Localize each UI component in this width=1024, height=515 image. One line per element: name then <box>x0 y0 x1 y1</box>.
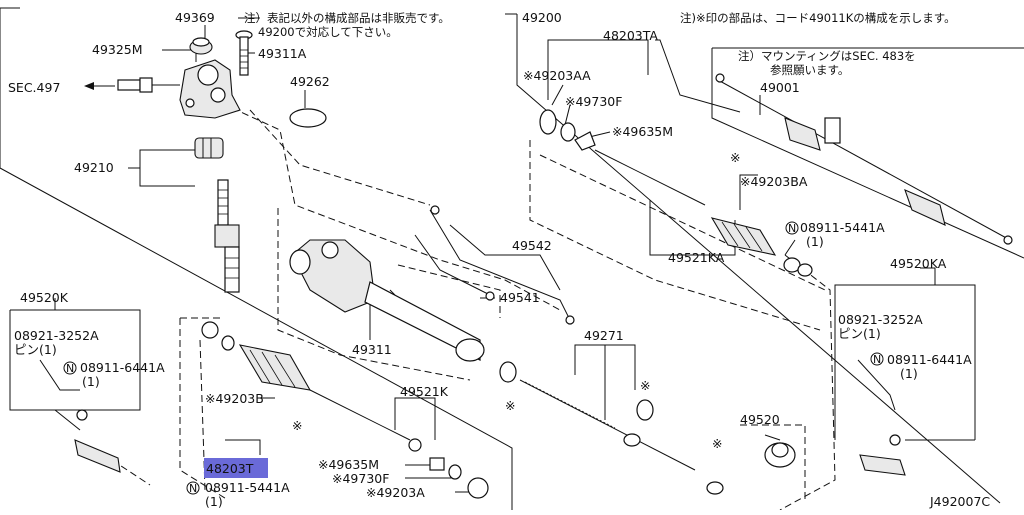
label-sec-497[interactable]: SEC.497 <box>8 80 60 95</box>
gear-housing <box>289 239 485 362</box>
label-49730f-top[interactable]: ※49730F <box>565 94 622 109</box>
label-08921-3252a-right[interactable]: 08921-3252A <box>838 312 923 327</box>
nut-symbol-left-bot: N <box>186 481 200 495</box>
cap-49369 <box>189 37 213 55</box>
tie-rod-end-right <box>859 434 906 476</box>
note-not-sold-1: 注）表記以外の構成部品は非販売です。 <box>244 11 450 25</box>
label-49203a[interactable]: ※49203A <box>366 485 425 500</box>
label-08911-6441a-left[interactable]: 08911-6441A <box>80 360 165 375</box>
label-49311[interactable]: 49311 <box>352 342 392 357</box>
label-08911-6441a-right-qty: (1) <box>900 366 918 381</box>
label-49203ba[interactable]: ※49203BA <box>740 174 808 189</box>
tie-rod-assembly-top <box>539 109 813 277</box>
label-49730f-bot[interactable]: ※49730F <box>332 471 389 486</box>
label-49200[interactable]: 49200 <box>522 10 562 25</box>
pinion-housing <box>179 59 241 119</box>
svg-text:N: N <box>66 362 74 375</box>
label-49521k[interactable]: 49521K <box>400 384 449 399</box>
label-08921-pin-left: ピン(1) <box>14 342 57 357</box>
pinion-shaft <box>214 179 240 293</box>
rack-49271 <box>499 361 724 495</box>
asterisk-mark-left: ※ <box>292 418 302 433</box>
label-49635m-bot[interactable]: ※49635M <box>318 457 379 472</box>
label-49520k[interactable]: 49520K <box>20 290 69 305</box>
nut-symbol-right-mid: N <box>870 352 884 366</box>
asterisk-mark-top: ※ <box>730 150 740 165</box>
highlight-48203t <box>204 458 268 478</box>
label-49541[interactable]: 49541 <box>500 290 540 305</box>
label-49210[interactable]: 49210 <box>74 160 114 175</box>
rack-assembly-49001 <box>715 73 1013 245</box>
asterisk-mark-seal: ※ <box>640 378 650 393</box>
bushing-49520 <box>764 442 796 468</box>
dashed-assembly-lines <box>111 107 836 511</box>
asterisk-mark-rack: ※ <box>505 398 515 413</box>
label-08911-5441a-right-qty: (1) <box>806 234 824 249</box>
label-49325m[interactable]: 49325M <box>92 42 143 57</box>
label-08911-6441a-right[interactable]: 08911-6441A <box>887 352 972 367</box>
bolt-49311a <box>235 30 253 76</box>
seal-49210 <box>194 137 224 159</box>
fitting-49325m <box>117 77 180 93</box>
svg-text:N: N <box>788 222 796 235</box>
label-08911-5441a-left[interactable]: 08911-5441A <box>205 480 290 495</box>
label-49520[interactable]: 49520 <box>740 412 780 427</box>
diagram-id: J492007C <box>929 494 990 509</box>
tie-rod-assembly-bottom <box>201 321 489 499</box>
label-08911-5441a-right[interactable]: 08911-5441A <box>800 220 885 235</box>
frame-lines <box>0 7 1024 510</box>
label-48203ta[interactable]: 48203TA <box>603 28 658 43</box>
label-49203aa[interactable]: ※49203AA <box>523 68 591 83</box>
svg-text:N: N <box>189 482 197 495</box>
tie-rod-end-left <box>74 409 121 473</box>
label-49311a[interactable]: 49311A <box>258 46 307 61</box>
label-49635m-top[interactable]: ※49635M <box>612 124 673 139</box>
note-asterisk-parts: 注)※印の部品は、コード49011Kの構成を示します。 <box>680 11 956 25</box>
nut-symbol-right-top: N <box>785 221 799 235</box>
leader-lines <box>9 17 976 493</box>
label-08921-pin-right: ピン(1) <box>838 326 881 341</box>
o-ring-49262 <box>289 108 327 128</box>
asterisk-mark-right: ※ <box>712 436 722 451</box>
label-49001[interactable]: 49001 <box>760 80 800 95</box>
note-not-sold-2: 49200で対応して下さい。 <box>258 25 398 39</box>
label-48203t[interactable]: 48203T <box>206 461 254 476</box>
note-mounting-1: 注）マウンティングはSEC. 483を <box>738 49 916 63</box>
label-08921-3252a-left[interactable]: 08921-3252A <box>14 328 99 343</box>
hydraulic-pipes <box>414 205 575 325</box>
label-49262[interactable]: 49262 <box>290 74 330 89</box>
label-49203b[interactable]: ※49203B <box>205 391 264 406</box>
nut-symbol-left-mid: N <box>63 361 77 375</box>
svg-text:N: N <box>873 353 881 366</box>
note-mounting-2: 参照願います。 <box>770 63 849 77</box>
label-49369[interactable]: 49369 <box>175 10 215 25</box>
label-49520ka[interactable]: 49520KA <box>890 256 947 271</box>
label-49521ka[interactable]: 49521KA <box>668 250 725 265</box>
sec-arrow <box>84 82 115 90</box>
label-08911-6441a-left-qty: (1) <box>82 374 100 389</box>
label-49271[interactable]: 49271 <box>584 328 624 343</box>
label-49542[interactable]: 49542 <box>512 238 552 253</box>
label-08911-5441a-left-qty: (1) <box>205 494 223 509</box>
